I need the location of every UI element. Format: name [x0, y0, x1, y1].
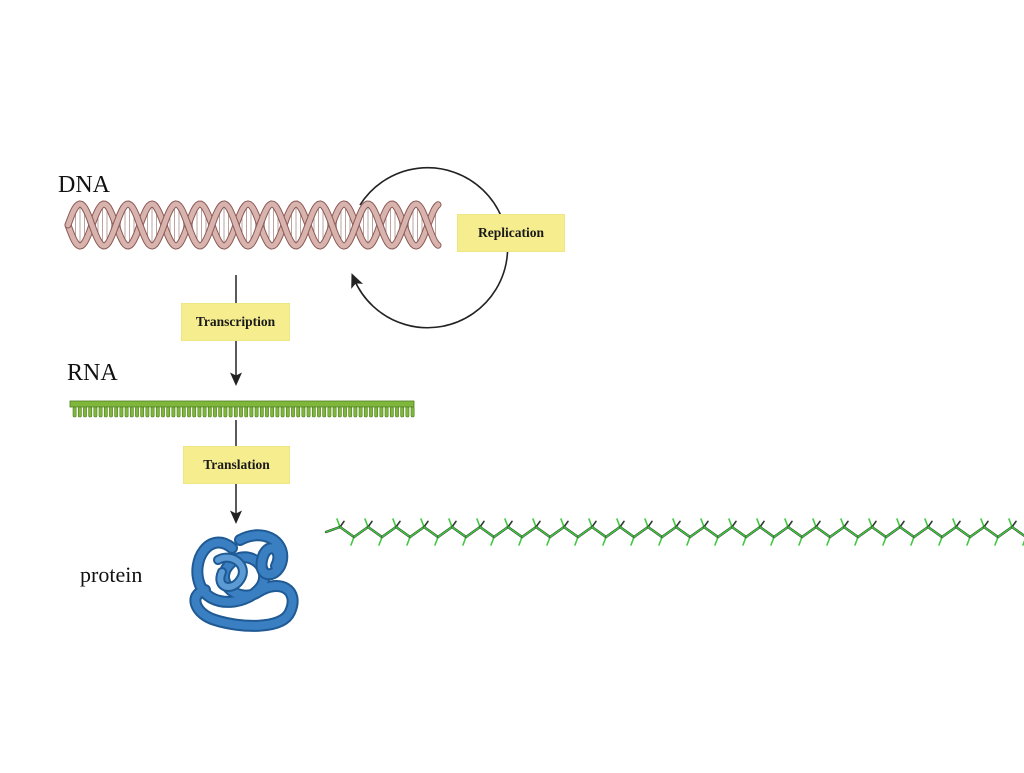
- replication-box: Replication: [457, 214, 565, 252]
- rna-label: RNA: [67, 360, 118, 386]
- dna-double-helix: [64, 200, 442, 250]
- protein-folded-shape: [189, 529, 299, 632]
- translation-box: Translation: [183, 446, 290, 484]
- rna-strand: [69, 400, 415, 418]
- replication-cycle-arrow: [351, 166, 509, 329]
- peptide-chain: [324, 518, 1024, 546]
- protein-label: protein: [80, 562, 143, 587]
- transcription-box: Transcription: [181, 303, 290, 341]
- dna-label: DNA: [58, 172, 110, 198]
